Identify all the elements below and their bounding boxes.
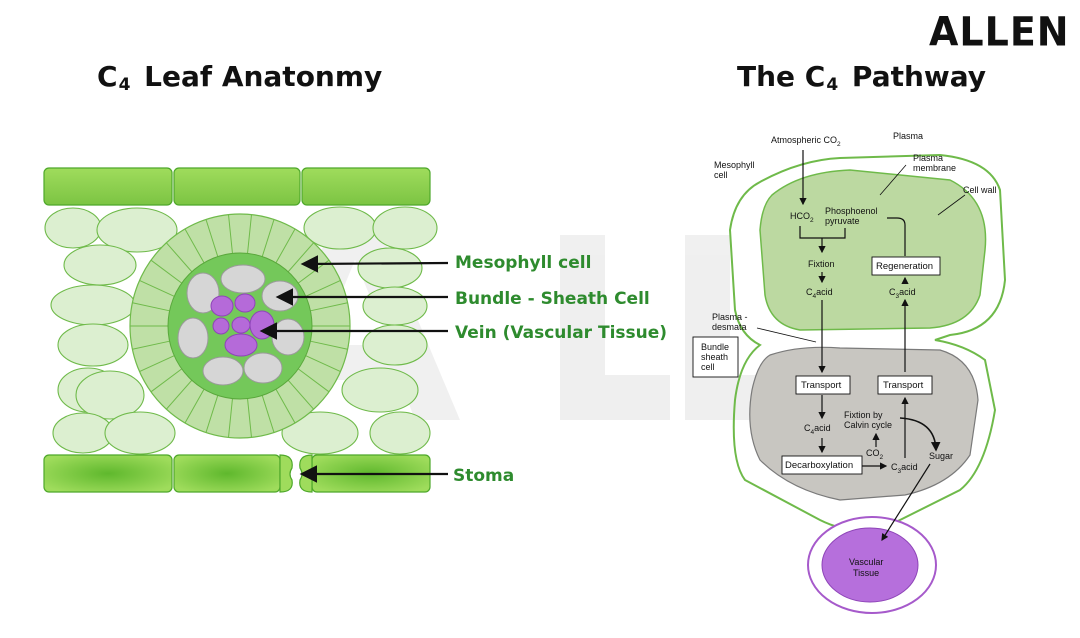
- leaf-label-arrows: [259, 255, 449, 483]
- vein-label: Vein (Vascular Tissue): [455, 323, 667, 343]
- vascular-tissue-label-2: Tissue: [853, 568, 879, 578]
- c3-acid-bottom-label: C3acid: [891, 462, 918, 475]
- pep-label-2: pyruvate: [825, 216, 860, 226]
- sheath-cell-divider: [150, 368, 183, 393]
- sheath-cell-divider: [166, 242, 193, 273]
- c4-acid-top-label: C4acid: [806, 287, 833, 300]
- sheath-cell-divider: [275, 228, 296, 264]
- sugar-label: Sugar: [929, 451, 953, 461]
- atmospheric-co2-label: Atmospheric CO2: [771, 135, 841, 148]
- vascular-tissue-circle: [807, 516, 937, 614]
- sheath-cell-divider: [139, 355, 175, 373]
- sheath-cell-divider: [247, 214, 252, 254]
- sheath-cell-divider: [310, 340, 348, 350]
- c3-acid-top-label: C3acid: [889, 287, 916, 300]
- sheath-cell-divider: [132, 340, 170, 350]
- sheath-cell-divider: [261, 395, 275, 433]
- leaf-anatomy-title: C4 Leaf Anatonmy: [97, 60, 383, 95]
- fixation-label: Fixtion: [808, 259, 835, 269]
- sheath-cell-divider: [228, 398, 233, 438]
- co2-label: CO2: [866, 448, 884, 461]
- calvin-cycle-label-2: Calvin cycle: [844, 420, 892, 430]
- upper-epidermis: [43, 167, 431, 206]
- bundle-sheath-cell-label-1: Bundle: [701, 342, 729, 352]
- plasma-membrane-label-1: Plasma: [913, 153, 943, 163]
- plasmodesmata-label-1: Plasma -: [712, 312, 748, 322]
- hco2-label: HCO2: [790, 211, 814, 224]
- sheath-cell-divider: [228, 214, 233, 254]
- pathway-arrows: [799, 150, 941, 542]
- mesophyll-cell-label: Mesophyll cell: [455, 253, 591, 273]
- sheath-cell-divider: [275, 388, 296, 424]
- decarboxylation-label: Decarboxylation: [785, 460, 853, 471]
- sheath-cell-divider: [287, 379, 314, 410]
- bundle-sheath-cell-label-3: cell: [701, 362, 715, 372]
- sheath-cell-divider: [166, 379, 193, 410]
- sheath-cell-divider: [184, 388, 205, 424]
- chloroplast-granules: [177, 264, 305, 386]
- cell-wall-outline: [728, 153, 1007, 531]
- mesophyll-cell-body: [759, 169, 987, 331]
- sheath-cell-divider: [247, 398, 252, 438]
- sheath-cell-divider: [150, 259, 183, 284]
- sheath-cell-divider: [205, 219, 219, 257]
- bundle-sheath-label: Bundle - Sheath Cell: [455, 289, 650, 309]
- mesophyll-cell-label-1: Mesophyll: [714, 160, 755, 170]
- sheath-cell-divider: [261, 219, 275, 257]
- plasma-membrane-label-2: membrane: [913, 163, 956, 173]
- sheath-cell-divider: [139, 279, 175, 297]
- c4-acid-bottom-label: C4acid: [804, 423, 831, 436]
- sheath-cell-divider: [305, 279, 341, 297]
- spongy-mesophyll-cells: [44, 206, 438, 455]
- cell-wall-label: Cell wall: [963, 185, 997, 195]
- stoma-label: Stoma: [453, 466, 514, 486]
- sheath-cell-divider: [184, 228, 205, 264]
- sheath-cell-divider: [132, 302, 170, 312]
- vascular-tissue-label-1: Vascular: [849, 557, 883, 567]
- calvin-cycle-label-1: Fixtion by: [844, 410, 883, 420]
- plasma-label: Plasma: [893, 131, 923, 141]
- bundle-sheath-cell-label-2: sheath: [701, 352, 728, 362]
- pathway-pointer-lines: [756, 164, 966, 343]
- sheath-cell-divider: [297, 368, 330, 393]
- plasmodesmata-label-2: desmata: [712, 322, 747, 332]
- pathway-boxes: [692, 256, 941, 475]
- pep-label-1: Phosphoenol: [825, 206, 878, 216]
- transport-right-label: Transport: [883, 380, 924, 391]
- brand-logo: ALLEN: [929, 8, 1070, 56]
- sheath-cell-divider: [310, 302, 348, 312]
- regeneration-label: Regeneration: [876, 261, 933, 272]
- transport-left-label: Transport: [801, 380, 842, 391]
- sheath-cell-divider: [205, 395, 219, 433]
- c4-pathway-title: The C4 Pathway: [737, 60, 987, 95]
- mesophyll-cell-label-2: cell: [714, 170, 728, 180]
- sheath-cell-divider: [305, 355, 341, 373]
